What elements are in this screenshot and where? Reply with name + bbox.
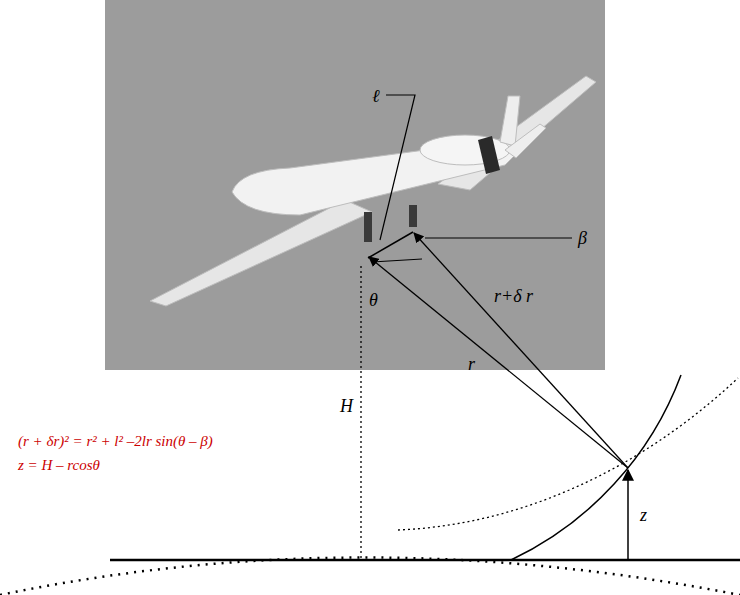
range-label: r <box>468 354 475 374</box>
ground-line <box>110 559 740 562</box>
aircraft <box>150 76 596 306</box>
reference-line <box>372 259 422 262</box>
height-label: H <box>340 396 353 416</box>
range-label: r+δ r <box>494 286 533 306</box>
range-arc-dotted <box>398 378 738 530</box>
height-line <box>360 266 361 560</box>
formula-text: (r + δr)² = r² + l² –2lr sin(θ – β) <box>18 432 213 450</box>
length-label: ℓ <box>372 86 380 106</box>
height-arrow <box>627 470 629 559</box>
earth-curve <box>0 558 740 595</box>
range-arrow <box>414 233 628 468</box>
range-arrow <box>369 257 628 468</box>
height-label: z <box>640 505 647 525</box>
baseline-segment <box>368 232 413 258</box>
leader-line <box>380 95 415 240</box>
photo-ground <box>105 0 605 370</box>
angle-label: β <box>578 228 587 248</box>
range-arc <box>511 375 681 560</box>
formula-text: z = H – rcosθ <box>18 456 100 474</box>
leader-line <box>425 237 572 238</box>
angle-label: θ <box>369 290 378 310</box>
